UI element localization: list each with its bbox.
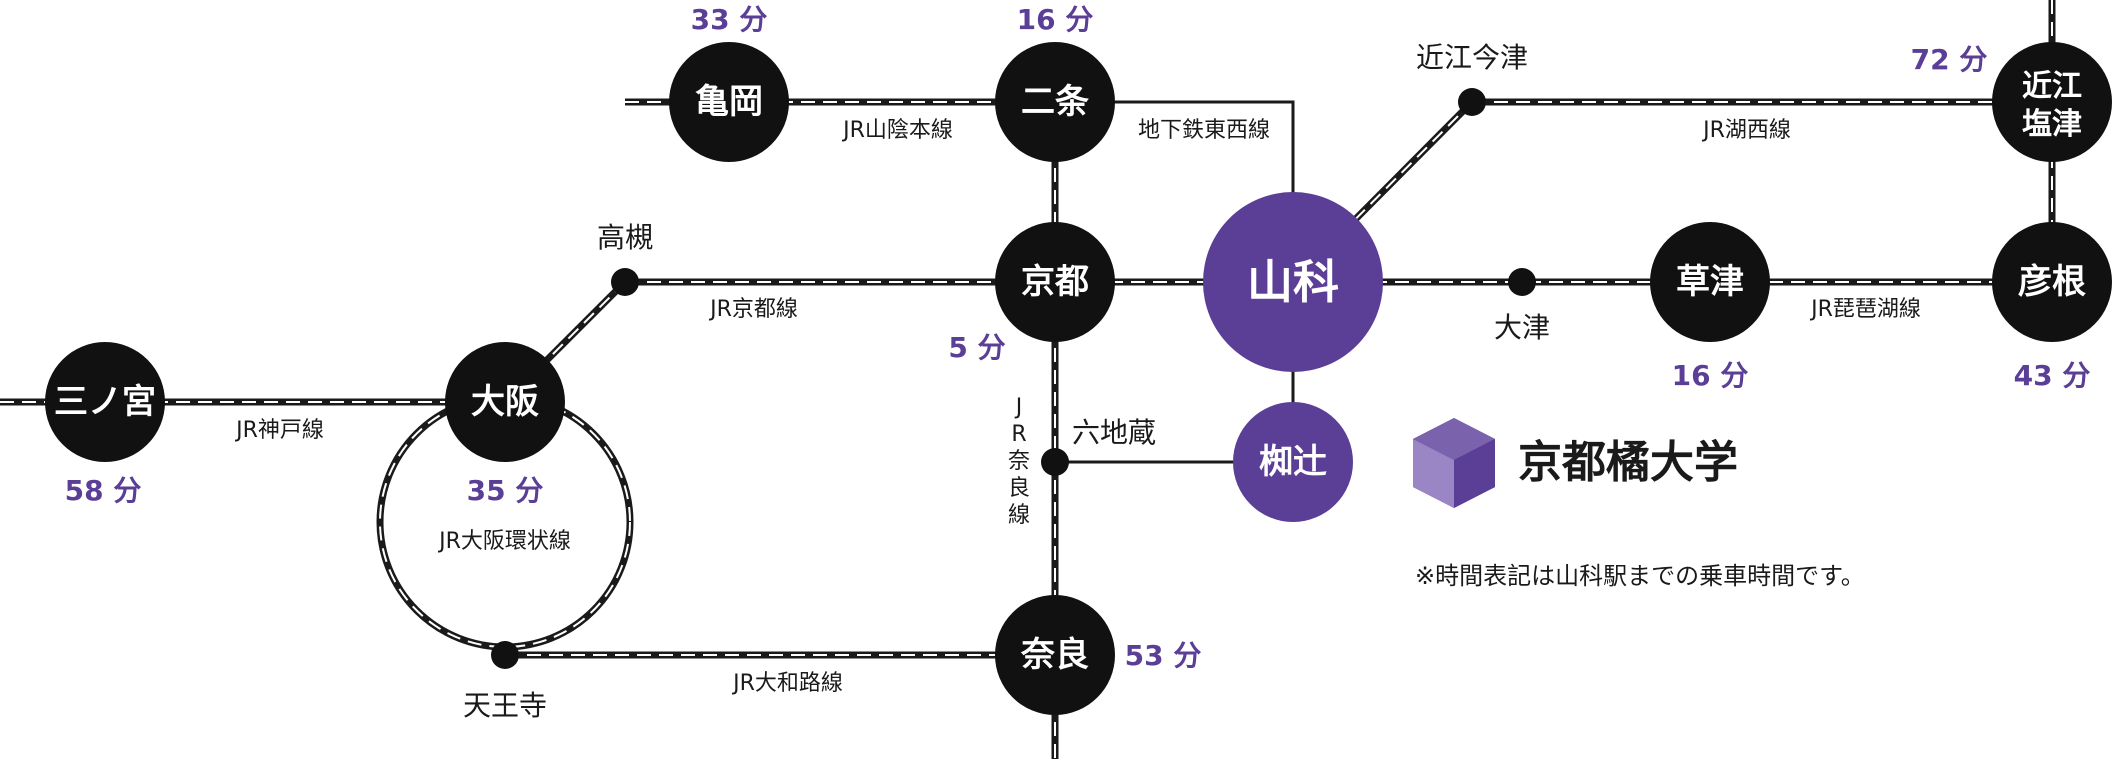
university-name: 京都橘大学 (1518, 437, 1738, 488)
footnote: ※時間表記は山科駅までの乗車時間です。 (1415, 562, 1865, 590)
label-nara-line-char: 線 (1008, 503, 1030, 528)
station-nijo: 二条 (995, 42, 1115, 162)
station-kusatsu-circle (1650, 222, 1770, 342)
station-omi-shiotsu: 近江 塩津 (1992, 42, 2112, 162)
time-sannomiya: 58 分 (65, 474, 142, 507)
cube-icon-left (1413, 439, 1454, 508)
name-omi-imazu: 近江今津 (1416, 41, 1528, 74)
station-hikone-circle (1992, 222, 2112, 342)
time-osaka: 35 分 (467, 474, 544, 507)
station-sannomiya: 三ノ宮 (45, 342, 165, 462)
station-yamashina: 山科 (1203, 192, 1383, 372)
minor-stations: 高槻 天王寺 六地蔵 大津 近江今津 (463, 41, 1550, 722)
cube-icon-right (1454, 439, 1495, 508)
label-nara-line-char: R (1011, 422, 1026, 447)
time-nijo: 16 分 (1017, 3, 1094, 36)
station-osaka-circle (445, 342, 565, 462)
time-hikone: 43 分 (2014, 359, 2091, 392)
station-hikone-label: 彦根 (2018, 262, 2086, 302)
name-otsu: 大津 (1494, 311, 1550, 344)
station-kameoka: 亀岡 (669, 42, 789, 162)
station-kyoto-label: 京都 (1021, 262, 1089, 302)
name-takatsuki: 高槻 (597, 221, 653, 254)
station-kameoka-label: 亀岡 (695, 82, 763, 122)
major-stations: 亀岡 二条 京都 大阪 三ノ宮 奈良 草津 彦根 (45, 42, 2112, 715)
station-kusatsu: 草津 (1650, 222, 1770, 342)
cube-icon (1413, 418, 1495, 508)
station-kyoto: 京都 (995, 222, 1115, 342)
time-nara: 53 分 (1125, 639, 1202, 672)
station-natsume-circle (1233, 402, 1353, 522)
label-osaka-loop: JR大阪環状線 (437, 529, 571, 554)
dot-rokujizo (1041, 448, 1069, 476)
line-yamashina-imazu-dash (1292, 101, 1473, 283)
name-rokujizo: 六地蔵 (1072, 416, 1156, 449)
station-nara-circle (995, 595, 1115, 715)
station-nijo-circle (995, 42, 1115, 162)
line-osaka-loop-dash (379, 396, 631, 648)
station-yamashina-circle (1203, 192, 1383, 372)
label-nara-line-char: 良 (1008, 476, 1030, 501)
station-nara: 奈良 (995, 595, 1115, 715)
label-nara-line-char: J (1014, 395, 1023, 420)
label-sanin: JR山陰本線 (841, 118, 953, 143)
station-kameoka-circle (669, 42, 789, 162)
dot-omi-imazu (1458, 88, 1486, 116)
label-kosei: JR湖西線 (1701, 118, 1791, 143)
station-sannomiya-circle (45, 342, 165, 462)
university-logo: 京都橘大学 (1413, 418, 1738, 508)
dot-takatsuki (611, 268, 639, 296)
dot-tennoji (491, 641, 519, 669)
label-nara-line-char: 奈 (1008, 449, 1030, 474)
station-natsume-label: 椥辻 (1259, 442, 1327, 482)
label-subway-tozai: 地下鉄東西線 (1138, 118, 1270, 143)
station-nijo-label: 二条 (1021, 82, 1089, 122)
station-omi-shiotsu-circle (1992, 42, 2112, 162)
station-hikone: 彦根 (1992, 222, 2112, 342)
station-omi-shiotsu-label-2: 塩津 (2022, 107, 2082, 142)
label-biwako: JR琵琶湖線 (1809, 297, 1921, 322)
station-yamashina-label: 山科 (1247, 255, 1339, 309)
label-nara-line-vertical: J R 奈 良 線 (1008, 395, 1030, 528)
line-labels: JR山陰本線 地下鉄東西線 JR湖西線 JR京都線 JR琵琶湖線 JR神戸線 J… (234, 118, 1921, 696)
travel-times: 33 分 16 分 72 分 5 分 16 分 43 分 58 分 35 分 5… (65, 3, 2091, 672)
station-sannomiya-label: 三ノ宮 (54, 382, 156, 422)
station-omi-shiotsu-label-1: 近江 (2022, 69, 2082, 104)
station-kyoto-circle (995, 222, 1115, 342)
time-kusatsu: 16 分 (1672, 359, 1749, 392)
time-kyoto: 5 分 (948, 331, 1005, 364)
dot-otsu (1508, 268, 1536, 296)
name-tennoji: 天王寺 (463, 689, 547, 722)
station-kusatsu-label: 草津 (1676, 262, 1744, 302)
station-osaka-label: 大阪 (471, 382, 539, 422)
time-kameoka: 33 分 (691, 3, 768, 36)
label-yamatoji: JR大和路線 (731, 671, 843, 696)
station-natsume: 椥辻 (1233, 402, 1353, 522)
station-nara-label: 奈良 (1020, 635, 1089, 675)
station-osaka: 大阪 (445, 342, 565, 462)
label-kyoto-line: JR京都線 (708, 297, 798, 322)
label-kobe: JR神戸線 (234, 418, 324, 443)
time-omi-shiotsu: 72 分 (1911, 43, 1988, 76)
